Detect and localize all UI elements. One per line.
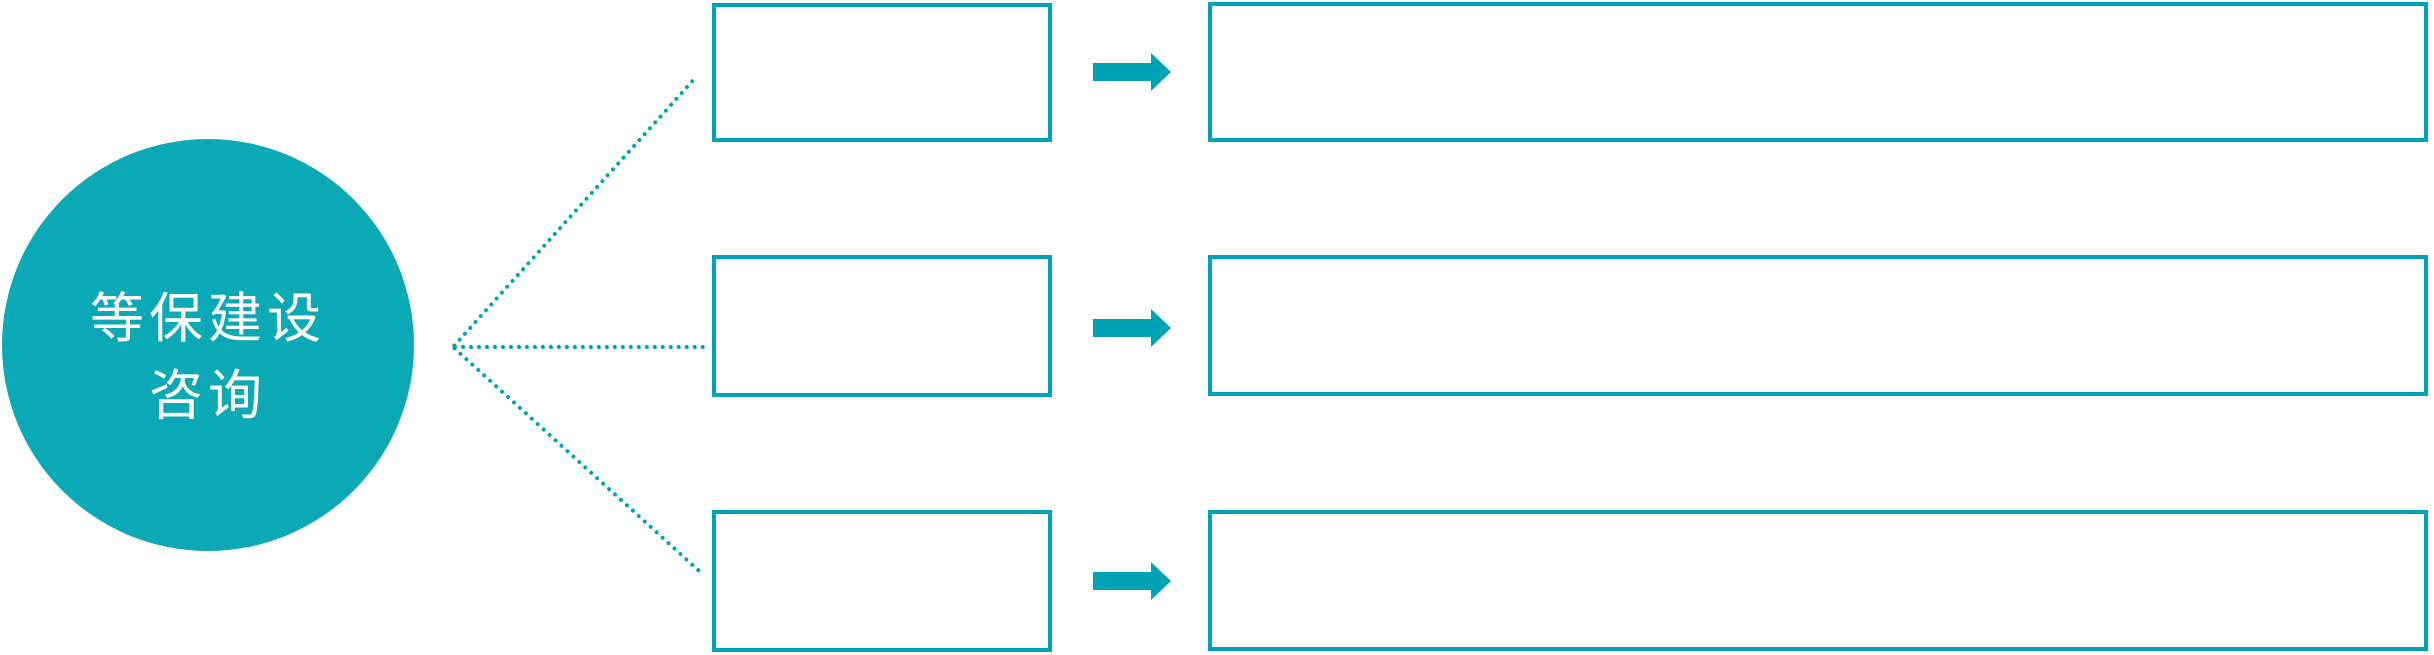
detail-box-1 [1208, 2, 2428, 142]
arrow-right-icon [1093, 309, 1171, 347]
detail-box-2 [1208, 255, 2428, 396]
arrow-right-icon [1093, 53, 1171, 91]
stage-box-3-text [716, 514, 1048, 648]
detail-box-3 [1208, 510, 2428, 651]
stage-box-1 [712, 3, 1052, 142]
stage-box-1-text [716, 7, 1048, 138]
hub-circle: 等保建设 咨询 [2, 139, 414, 551]
hub-label: 等保建设 咨询 [90, 280, 326, 434]
detail-box-1-text [1212, 6, 2424, 138]
arrow-right-icon [1093, 562, 1171, 600]
detail-box-2-text [1212, 259, 2424, 392]
hub-label-line2: 咨询 [149, 364, 267, 427]
stage-box-2 [712, 255, 1052, 397]
dotted-connector-bottom [451, 345, 702, 574]
dotted-connector-middle [453, 345, 705, 349]
detail-box-3-text [1212, 514, 2424, 647]
stage-box-3 [712, 510, 1052, 652]
dotted-connector-top [451, 78, 696, 349]
stage-box-2-text [716, 259, 1048, 393]
hub-label-line1: 等保建设 [90, 287, 326, 350]
